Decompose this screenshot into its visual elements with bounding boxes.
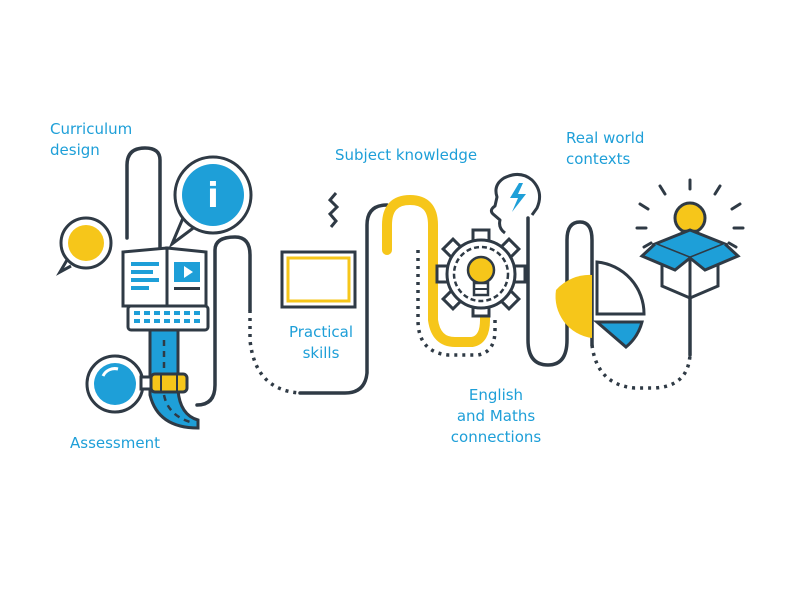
yellow-path-line <box>382 194 438 255</box>
speech-bubble-icon <box>55 216 113 276</box>
dotted-path-line <box>590 344 692 390</box>
main-path-line <box>125 146 162 372</box>
label-english-maths: English and Maths connections <box>443 385 549 448</box>
book-laptop-icon <box>121 246 210 332</box>
info-glyph: i <box>207 176 219 216</box>
main-path-line <box>298 203 389 395</box>
label-line: Practical <box>288 323 354 341</box>
label-curriculum-design: Curriculum design <box>50 119 132 161</box>
info-bubble-icon: i <box>168 155 253 249</box>
main-path-line <box>195 235 252 407</box>
label-line: skills <box>302 344 340 362</box>
idea-box-icon <box>635 178 745 301</box>
label-line: design <box>50 141 100 159</box>
squiggle-icon <box>327 192 340 228</box>
label-line: Curriculum <box>50 120 133 138</box>
label-practical-skills: Practical skills <box>275 322 367 364</box>
head-profile-icon <box>489 173 542 235</box>
label-line: Real world <box>566 129 645 147</box>
pie-chart-icon <box>555 260 646 349</box>
label-subject-knowledge: Subject knowledge <box>335 145 477 166</box>
label-real-world-contexts: Real world contexts <box>566 128 644 170</box>
label-line: contexts <box>566 150 631 168</box>
label-line: Assessment <box>70 434 160 452</box>
label-line: connections <box>450 428 542 446</box>
label-assessment: Assessment <box>70 433 160 454</box>
picture-frame-icon <box>280 250 357 309</box>
magnifying-glass-icon <box>85 354 189 414</box>
lightning-icon <box>510 183 526 212</box>
label-line: Subject knowledge <box>335 146 478 164</box>
gear-lightbulb-icon <box>435 228 527 318</box>
yellow-path-line <box>428 243 490 347</box>
label-line: English <box>468 386 524 404</box>
label-line: and Maths <box>456 407 536 425</box>
dotted-path-line <box>416 250 497 357</box>
